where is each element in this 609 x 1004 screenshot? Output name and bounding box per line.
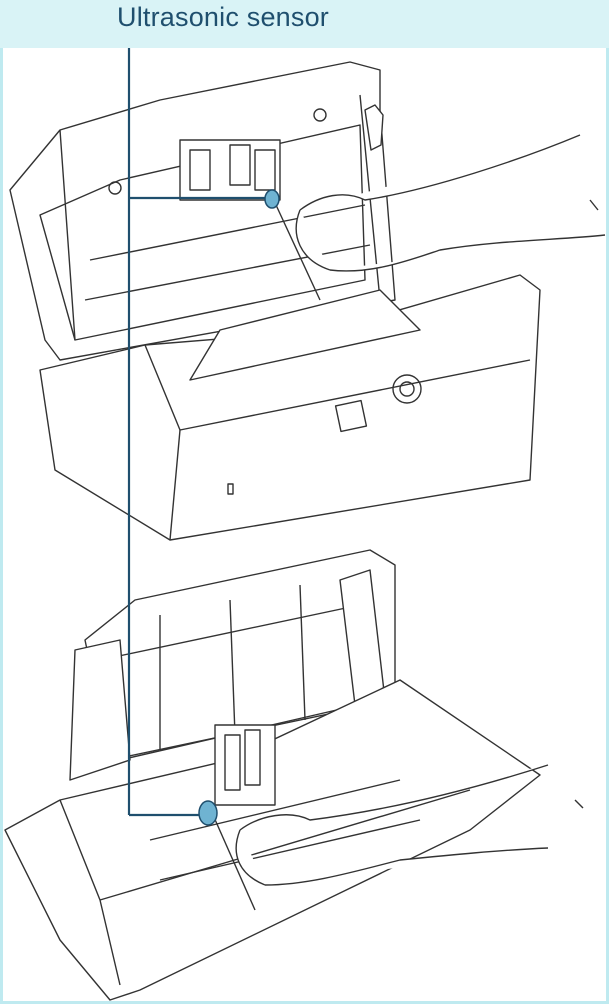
sensor-highlights — [198, 189, 280, 826]
top-hand — [295, 134, 606, 272]
top-scanner-lid-inner — [39, 124, 366, 341]
bottom-ultrasonic-sensor-icon — [198, 800, 218, 826]
callout-leaders — [127, 48, 270, 817]
bottom-scanner-base — [4, 679, 541, 1001]
top-ultrasonic-sensor-icon — [264, 189, 280, 209]
bottom-scanner-left-wing — [69, 639, 131, 781]
top-scanner-gear — [364, 104, 384, 151]
bottom-swab-stick — [212, 814, 256, 911]
top-scanner-illustration — [9, 61, 606, 541]
bottom-hand — [235, 764, 549, 886]
top-scanner-power — [392, 374, 422, 404]
top-scanner-button — [334, 399, 368, 433]
top-swab-stick — [275, 204, 321, 301]
bottom-scanner-illustration — [4, 549, 584, 1001]
title-band — [0, 0, 609, 48]
callout-label-ultrasonic-sensor: Ultrasonic sensor — [117, 2, 329, 32]
top-scanner-lid — [9, 61, 396, 361]
